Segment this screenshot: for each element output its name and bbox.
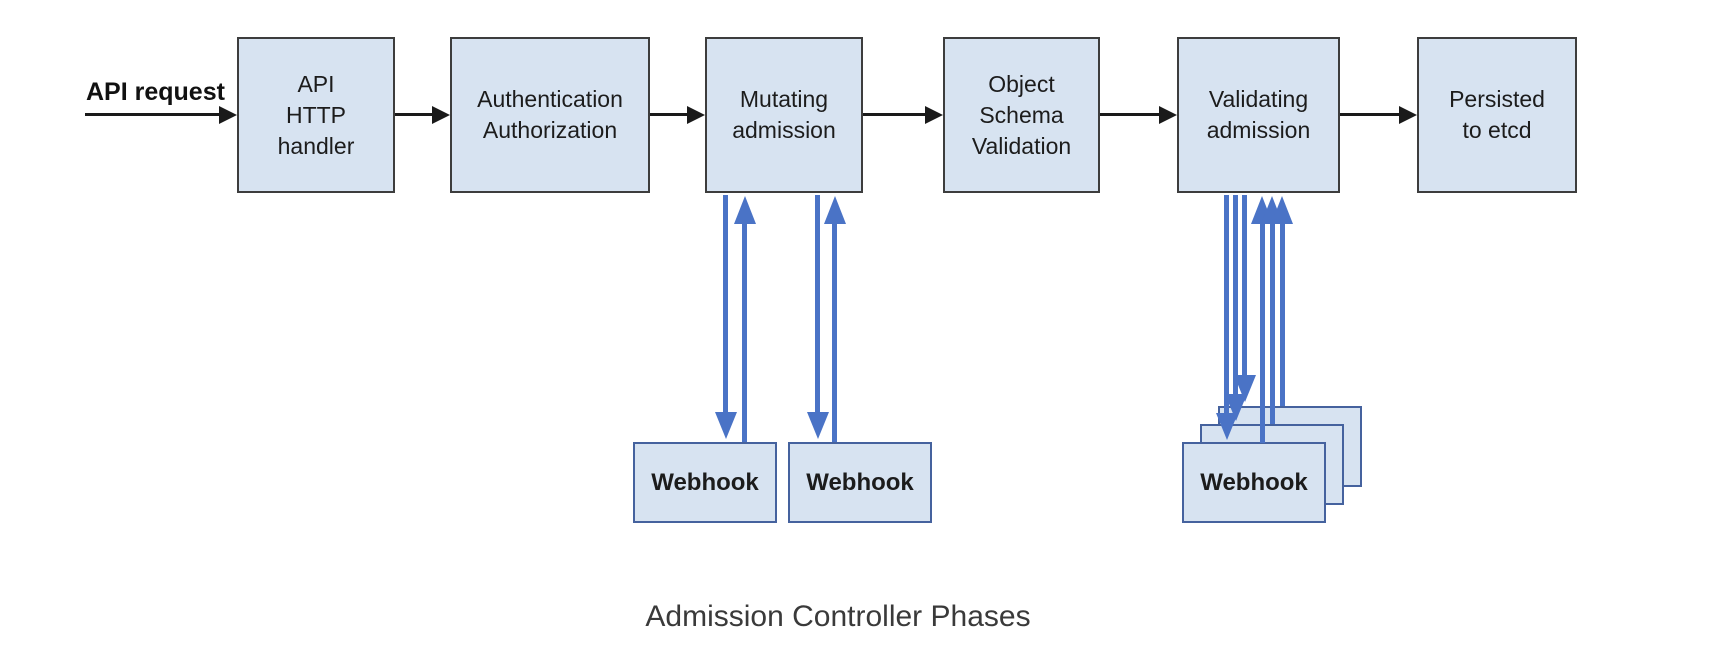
node-mutating-admission-label: Mutating admission — [732, 86, 836, 143]
node-authentication-authorization-label: Authentication Authorization — [477, 86, 623, 143]
flow-arrow-line-request — [85, 113, 219, 116]
validating-up-arrowhead-3-icon — [1271, 196, 1293, 224]
validating-down-line-2 — [1233, 195, 1238, 394]
flow-arrow-line-1 — [395, 113, 433, 116]
flow-arrowhead-2-icon — [687, 106, 705, 124]
mutating-webhook2-down-line — [815, 195, 820, 412]
flow-arrowhead-5-icon — [1399, 106, 1417, 124]
node-validating-admission-label: Validating admission — [1206, 86, 1311, 143]
flow-arrow-line-5 — [1340, 113, 1399, 116]
validating-up-line-3 — [1280, 222, 1285, 406]
validating-down-line-1 — [1224, 195, 1229, 413]
mutating-webhook2-up-line — [832, 222, 837, 442]
validating-down-line-3 — [1242, 195, 1247, 375]
webhook-mutating-2-label: Webhook — [806, 468, 914, 496]
mutating-webhook1-down-arrowhead-icon — [715, 412, 737, 439]
node-mutating-admission: Mutating admission — [705, 37, 863, 193]
flow-arrowhead-1-icon — [432, 106, 450, 124]
node-object-schema-validation: Object Schema Validation — [943, 37, 1100, 193]
flow-arrow-line-3 — [863, 113, 925, 116]
validating-up-line-2 — [1270, 222, 1275, 424]
node-object-schema-validation-label: Object Schema Validation — [971, 70, 1072, 159]
flow-arrow-line-4 — [1100, 113, 1159, 116]
mutating-webhook2-down-arrowhead-icon — [807, 412, 829, 439]
validating-up-line-1 — [1260, 222, 1265, 443]
mutating-webhook2-up-arrowhead-icon — [824, 196, 846, 224]
node-api-http-handler-label: API HTTP handler — [277, 70, 355, 159]
webhook-box-mutating-2: Webhook — [788, 442, 932, 523]
mutating-webhook1-down-line — [723, 195, 728, 412]
node-authentication-authorization: Authentication Authorization — [450, 37, 650, 193]
mutating-webhook1-up-arrowhead-icon — [734, 196, 756, 224]
node-persisted-to-etcd: Persisted to etcd — [1417, 37, 1577, 193]
node-persisted-to-etcd-label: Persisted to etcd — [1449, 86, 1545, 143]
flow-arrow-line-2 — [650, 113, 687, 116]
mutating-webhook1-up-line — [742, 222, 747, 442]
webhook-box-mutating-1: Webhook — [633, 442, 777, 523]
node-validating-admission: Validating admission — [1177, 37, 1340, 193]
flow-arrowhead-3-icon — [925, 106, 943, 124]
webhook-validating-label: Webhook — [1200, 468, 1308, 496]
webhook-box-validating-front: Webhook — [1182, 442, 1326, 523]
api-request-label: API request — [86, 78, 225, 106]
flow-arrowhead-4-icon — [1159, 106, 1177, 124]
flow-arrowhead-request-icon — [219, 106, 237, 124]
node-api-http-handler: API HTTP handler — [237, 37, 395, 193]
validating-down-arrowhead-3-icon — [1234, 375, 1256, 402]
diagram-caption: Admission Controller Phases — [645, 600, 1031, 633]
webhook-mutating-1-label: Webhook — [651, 468, 759, 496]
